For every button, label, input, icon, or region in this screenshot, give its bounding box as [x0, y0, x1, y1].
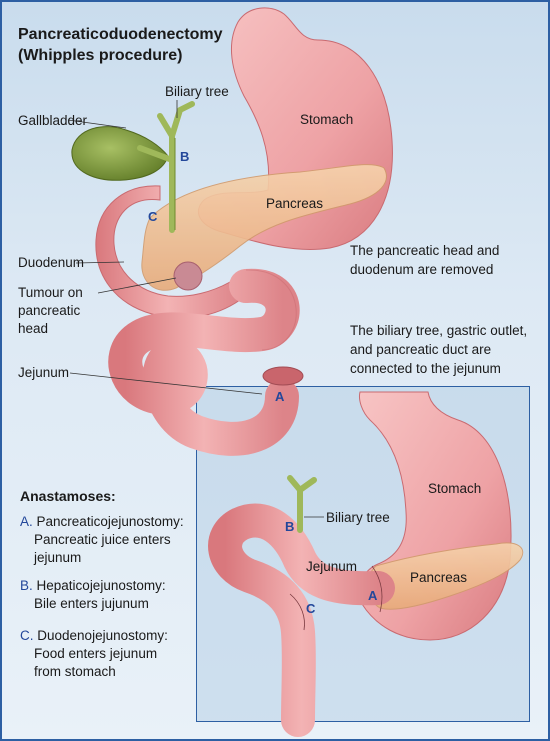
inset-label-jejunum: Jejunum: [306, 559, 358, 574]
label-pancreas: Pancreas: [266, 196, 324, 211]
anastamosis-c-line2: Food enters jejunum: [34, 646, 158, 661]
anastamosis-a: A. Pancreaticojejunostomy: Pancreatic ju…: [20, 513, 184, 567]
jejunum-cut-end: [262, 366, 304, 386]
inset-label-pancreas: Pancreas: [410, 570, 468, 585]
inset-illustration: [208, 391, 524, 737]
anastamosis-c-line3: from stomach: [34, 664, 116, 679]
label-tumour-1: Tumour on: [18, 285, 83, 300]
label-stomach: Stomach: [300, 112, 354, 127]
label-jejunum: Jejunum: [18, 365, 70, 380]
anastamosis-c-letter: C.: [20, 628, 34, 643]
inset-biliary-tree-shape: [287, 475, 317, 533]
inset-label-letter-c: C: [306, 601, 316, 616]
tumour-shape: [173, 261, 203, 291]
note-removed-2: duodenum are removed: [350, 262, 494, 277]
anastamosis-a-title: Pancreaticojejunostomy:: [36, 514, 184, 529]
inset-pancreas-shape: [367, 542, 524, 610]
suture-lines: [289, 565, 383, 631]
anastamosis-b-title: Hepaticojejunostomy:: [36, 578, 166, 593]
anastamosis-b: B. Hepaticojejunostomy: Bile enters juju…: [20, 577, 166, 613]
label-gallbladder: Gallbladder: [18, 113, 88, 128]
anastamosis-a-letter: A.: [20, 514, 33, 529]
label-tumour-3: head: [18, 321, 49, 336]
label-tumour-2: pancreatic: [18, 303, 81, 318]
top-illustration: [67, 7, 393, 456]
label-letter-c: C: [148, 209, 158, 224]
jejunum-loops-shape: [108, 268, 300, 456]
inset-label-biliary-tree: Biliary tree: [326, 510, 390, 525]
pancreas-shape: [141, 164, 387, 291]
anastamosis-c-title: Duodenojejunostomy:: [37, 628, 168, 643]
inset-label-stomach: Stomach: [428, 481, 482, 496]
biliary-tree-shape: [137, 101, 195, 233]
label-duodenum: Duodenum: [18, 255, 85, 270]
title-line-1: Pancreaticoduodenectomy: [18, 26, 223, 43]
anastamoses-heading: Anastamoses:: [20, 488, 116, 504]
note-connected-1: The biliary tree, gastric outlet,: [350, 323, 528, 338]
duodenum-shape: [95, 185, 241, 319]
anastamosis-c: C. Duodenojejunostomy: Food enters jejun…: [20, 627, 168, 681]
anastamosis-a-line2: Pancreatic juice enters: [34, 532, 171, 547]
inset-jejunum-shape: [208, 503, 395, 737]
note-connected-3: connected to the jejunum: [350, 361, 501, 376]
inset-label-letter-b: B: [285, 519, 295, 534]
anastamosis-a-line3: jejunum: [34, 550, 82, 565]
title-line-2: (Whipples procedure): [18, 47, 183, 64]
label-letter-b: B: [180, 149, 190, 164]
inset-label-letter-a: A: [368, 588, 378, 603]
anastamosis-b-letter: B.: [20, 578, 33, 593]
label-letter-a: A: [275, 389, 285, 404]
note-connected-2: and pancreatic duct are: [350, 342, 492, 357]
anastamosis-b-line2: Bile enters jujunum: [34, 596, 149, 611]
note-removed-1: The pancreatic head and: [350, 243, 500, 258]
label-biliary-tree: Biliary tree: [165, 84, 229, 99]
